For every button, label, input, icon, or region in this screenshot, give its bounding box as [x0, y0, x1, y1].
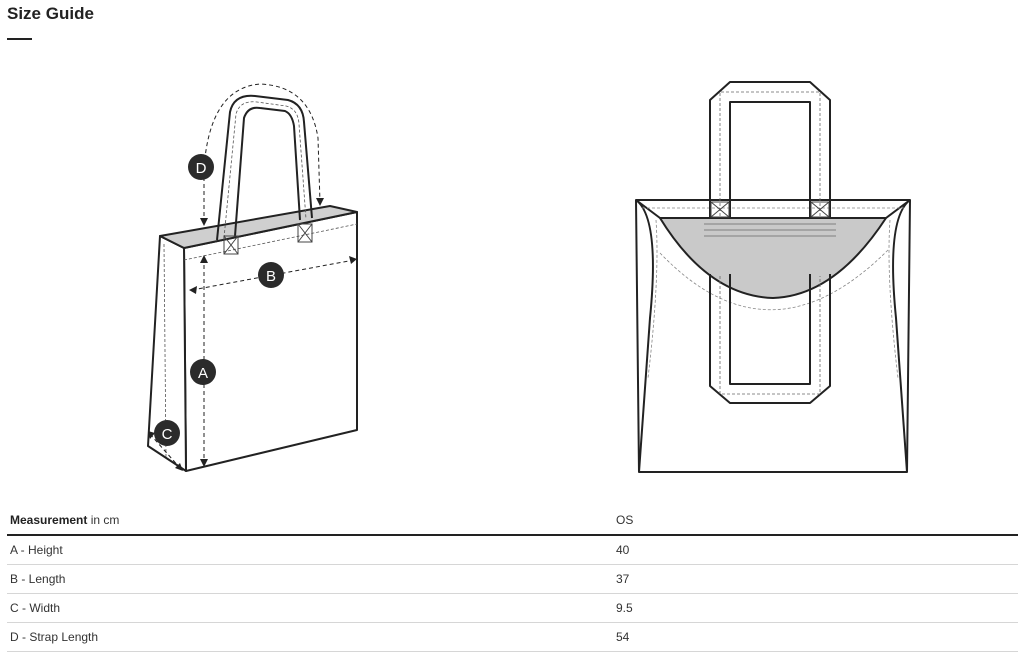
table-row: B - Length 37 — [7, 565, 1018, 594]
bag-front-illustration — [630, 78, 915, 478]
table-row: D - Strap Length 54 — [7, 623, 1018, 652]
bag-front-svg — [635, 81, 911, 473]
row-label: D - Strap Length — [10, 630, 99, 644]
size-table: Measurement in cm OS A - Height 40 B - L… — [7, 507, 1018, 652]
row-value: 9.5 — [616, 601, 633, 615]
marker-c — [154, 420, 180, 446]
bag-angle-svg: D B A C — [147, 83, 358, 472]
marker-b-label: B — [266, 268, 276, 285]
table-row: C - Width 9.5 — [7, 594, 1018, 623]
measurement-label: Measurement — [10, 513, 88, 527]
marker-d-label: D — [196, 160, 207, 177]
marker-a-label: A — [198, 365, 208, 382]
page-title: Size Guide — [7, 4, 94, 23]
table-row: A - Height 40 — [7, 536, 1018, 565]
marker-b — [258, 262, 284, 288]
title-underline — [7, 38, 32, 40]
marker-c-label: C — [162, 426, 173, 443]
row-label: C - Width — [10, 601, 61, 615]
marker-a — [190, 359, 216, 385]
row-label: A - Height — [10, 543, 63, 557]
table-header-row: Measurement in cm OS — [7, 507, 1018, 536]
row-value: 54 — [616, 630, 630, 644]
table-header-measurement: Measurement in cm — [10, 507, 119, 533]
row-label: B - Length — [10, 572, 66, 586]
row-value: 37 — [616, 572, 630, 586]
row-value: 40 — [616, 543, 630, 557]
unit-label: in cm — [87, 513, 120, 527]
table-header-size: OS — [616, 513, 634, 527]
marker-d — [188, 154, 214, 180]
bag-angle-illustration: D B A C — [140, 78, 370, 478]
